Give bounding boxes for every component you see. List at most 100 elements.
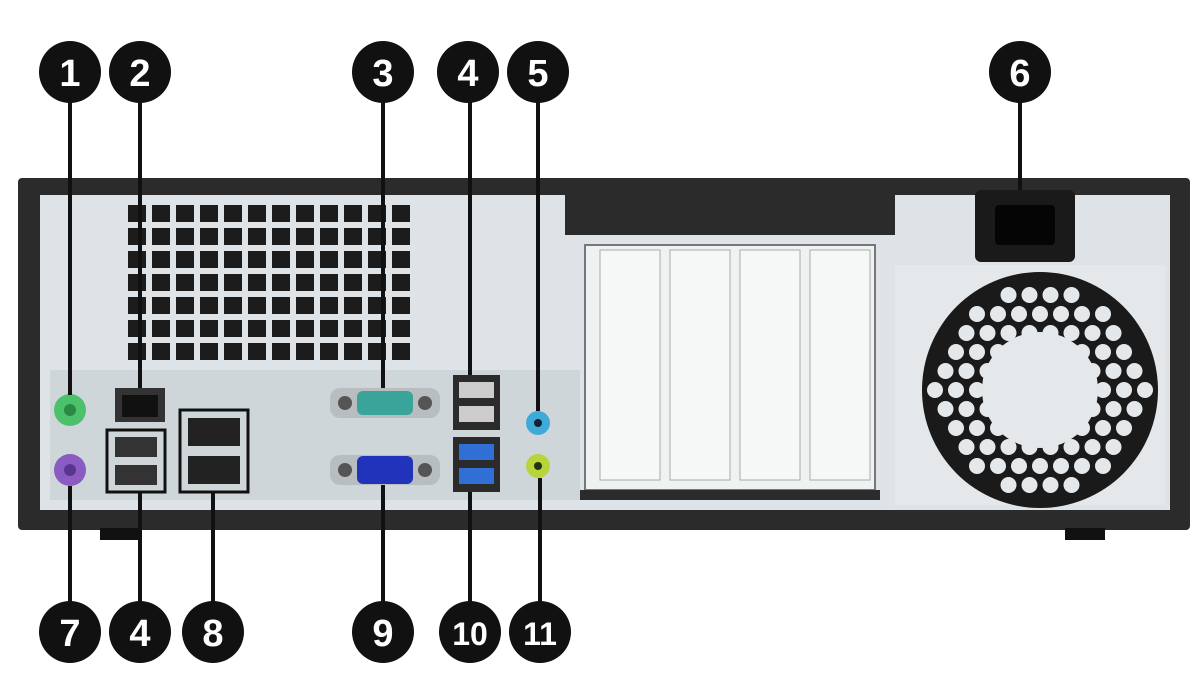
fan-hole [948,344,964,360]
fan-hole [979,439,996,455]
fan-hole [1105,439,1122,455]
callout-6: 6 [989,41,1051,103]
fan-hole [1126,401,1143,417]
vent-slot [320,205,338,222]
fan-hole [1011,306,1027,322]
vent-slot [200,343,218,360]
vent-slot [344,228,362,245]
power-cord-connector [975,190,1075,262]
vent-slot [176,205,194,222]
vent-slot [224,228,242,245]
fan-hole [1011,458,1027,474]
vent-slot [248,343,266,360]
fan-hole [1074,306,1090,322]
vent-slot [176,228,194,245]
fan-hole [969,306,985,322]
fan-hole [1084,325,1101,341]
fan-hole [937,363,954,379]
vent-slot [272,228,290,245]
vent-slot [344,205,362,222]
vent-slot [224,343,242,360]
vga-port [330,455,440,485]
usb-2-ports-right [453,375,500,430]
vent-slot [320,274,338,291]
svg-text:6: 6 [1009,53,1030,95]
vent-slot [128,297,146,314]
vent-slot [152,251,170,268]
fan-hole [958,363,975,379]
callout-1: 1 [39,41,101,103]
vent-slot [272,297,290,314]
svg-text:5: 5 [527,53,548,95]
fan-hole [927,382,943,398]
power-supply-fan-grill [922,272,1158,508]
fan-hole [1032,458,1048,474]
vent-slot [248,320,266,337]
usb-2-ports-left [105,428,167,494]
vent-slot [344,320,362,337]
vent-slot [296,274,314,291]
vent-slot [176,297,194,314]
vent-slot [128,274,146,291]
fan-hole [1095,382,1111,398]
fan-hole [1063,325,1080,341]
vent-slot [128,205,146,222]
fan-hole [969,382,985,398]
fan-hole [1095,420,1111,436]
vent-slot [128,228,146,245]
fan-hole [969,420,985,436]
svg-text:1: 1 [59,53,80,95]
leader-lines [68,100,1022,605]
vent-slot [344,274,362,291]
vent-slot [176,251,194,268]
vent-slot [248,297,266,314]
vent-slot [296,320,314,337]
audio-line-out-jack [526,454,550,478]
vent-slot [320,343,338,360]
vent-slot [272,251,290,268]
svg-text:10: 10 [452,616,488,652]
fan-hole [969,458,985,474]
vent-slot [248,228,266,245]
vent-slot [200,274,218,291]
vent-slot [296,228,314,245]
vent-slot [224,251,242,268]
fan-hole [1053,458,1069,474]
callout-5: 5 [507,41,569,103]
vent-slot [296,251,314,268]
vent-slot [128,320,146,337]
expansion-slots [565,195,895,500]
fan-hole [1105,325,1122,341]
fan-hole [1021,477,1038,493]
ps2-keyboard-port [54,454,86,486]
fan-hole [1042,477,1059,493]
vent-slot [152,228,170,245]
vent-slot [152,320,170,337]
chassis-foot-left [100,528,140,540]
vent-slot [344,251,362,268]
fan-hole [1116,420,1132,436]
chassis-foot-right [1065,528,1105,540]
vent-slot [200,251,218,268]
vent-slot [200,228,218,245]
vent-slot [152,274,170,291]
rj45-port [115,388,165,422]
vent-slot [344,297,362,314]
fan-hole [1032,306,1048,322]
fan-hole [937,401,954,417]
svg-text:11: 11 [523,616,557,652]
vent-slot [272,274,290,291]
vent-slot [272,320,290,337]
vent-slot [320,320,338,337]
fan-hole [1095,344,1111,360]
fan-hole [1105,401,1122,417]
svg-text:9: 9 [372,613,393,655]
fan-hole [1084,439,1101,455]
vent-slot [200,320,218,337]
displayport-connectors [178,408,250,494]
callout-8: 8 [182,601,244,663]
fan-hole [1021,287,1038,303]
vent-slot [224,274,242,291]
vent-slot [200,205,218,222]
vent-slot [224,297,242,314]
